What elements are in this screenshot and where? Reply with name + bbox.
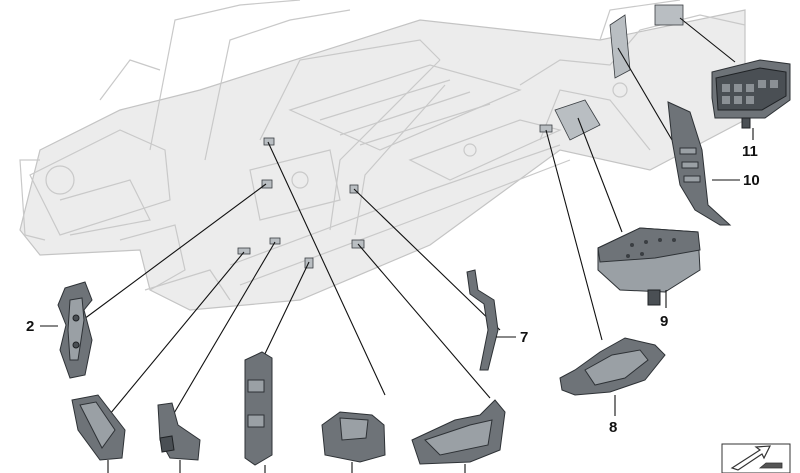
leader-line <box>617 47 673 141</box>
leader-line <box>357 243 491 399</box>
leader-line <box>353 188 501 331</box>
callout-label: 11 <box>742 143 758 160</box>
mount-point <box>609 14 631 79</box>
callout-7: 7 <box>496 329 528 346</box>
mount-point <box>554 99 601 141</box>
part-wedge-bracket[interactable] <box>71 394 126 461</box>
leader-line <box>261 261 310 361</box>
callout-label: 9 <box>660 313 668 330</box>
diagram-arrow-logo <box>721 443 791 473</box>
callout-9: 9 <box>660 290 668 330</box>
part-10-panel[interactable] <box>667 101 732 226</box>
part-mid-block[interactable] <box>321 411 386 463</box>
part-11-module[interactable] <box>711 59 791 129</box>
part-9-tray[interactable] <box>597 227 701 306</box>
callout-label: 8 <box>609 419 617 436</box>
mount-point <box>654 4 684 26</box>
leader-line <box>267 141 386 396</box>
callout-label: 7 <box>520 329 528 346</box>
callout-10: 10 <box>712 172 760 189</box>
part-2-bracket[interactable] <box>57 281 93 379</box>
mount-point <box>261 179 273 189</box>
callout-label: 2 <box>26 318 34 335</box>
part-vertical-block[interactable] <box>244 351 273 466</box>
part-7-bracket[interactable] <box>466 269 499 371</box>
leader-line <box>104 251 245 421</box>
leader-line <box>577 117 623 233</box>
leader-lines <box>79 17 736 421</box>
mount-point <box>269 237 281 245</box>
leader-line <box>169 241 276 421</box>
callout-2: 2 <box>26 318 58 335</box>
part-angled-bracket[interactable] <box>157 402 201 461</box>
leader-line <box>545 129 603 341</box>
callout-8: 8 <box>609 395 617 436</box>
leader-line <box>679 17 736 63</box>
callout-label: 10 <box>743 172 760 189</box>
car-body-frame <box>19 0 746 311</box>
mount-point <box>237 247 251 255</box>
part-8-panel[interactable] <box>559 337 666 396</box>
leader-line <box>79 183 267 323</box>
bottom-leader-stubs <box>107 460 466 473</box>
part-underbody-cover[interactable] <box>411 399 506 465</box>
callout-11: 11 <box>742 128 758 160</box>
